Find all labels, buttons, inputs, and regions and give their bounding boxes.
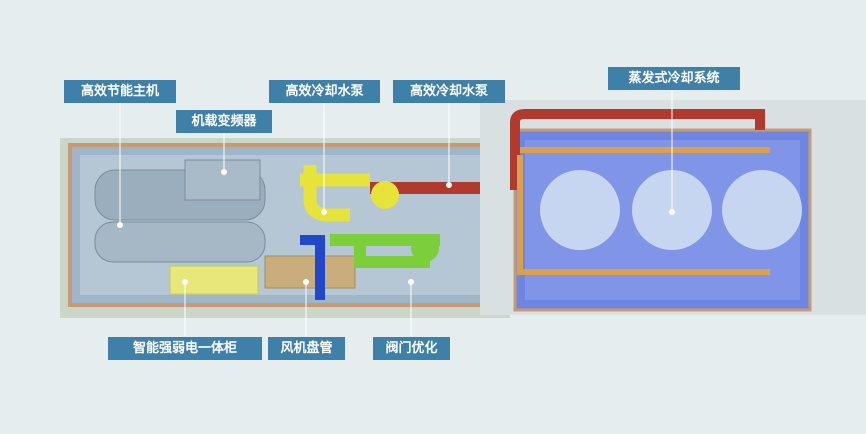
label-evaporative-cooling: 蒸发式冷却系统 xyxy=(608,67,740,90)
label-fan-coil: 风机盘管 xyxy=(268,337,345,360)
pump-2 xyxy=(411,234,439,262)
fan-1 xyxy=(540,170,620,250)
fan-coil-unit xyxy=(264,255,356,289)
fan-3 xyxy=(722,170,802,250)
orange-pipes xyxy=(517,147,770,275)
pump-1 xyxy=(371,181,399,209)
red-pipe-top xyxy=(510,109,765,190)
label-valve-optimization: 阀门优化 xyxy=(373,337,450,360)
inverter-box xyxy=(184,159,261,201)
label-high-efficiency-host: 高效节能主机 xyxy=(64,80,176,103)
yellow-pipe xyxy=(300,165,370,222)
chiller-lower xyxy=(94,221,266,263)
leader-lines xyxy=(117,90,675,336)
label-cooling-pump-2: 高效冷却水泵 xyxy=(393,80,505,103)
label-electrical-cabinet: 智能强弱电一体柜 xyxy=(108,337,262,360)
label-onboard-inverter: 机载变频器 xyxy=(176,110,272,133)
label-cooling-pump-1: 高效冷却水泵 xyxy=(269,80,380,103)
blue-pipe xyxy=(300,235,325,300)
